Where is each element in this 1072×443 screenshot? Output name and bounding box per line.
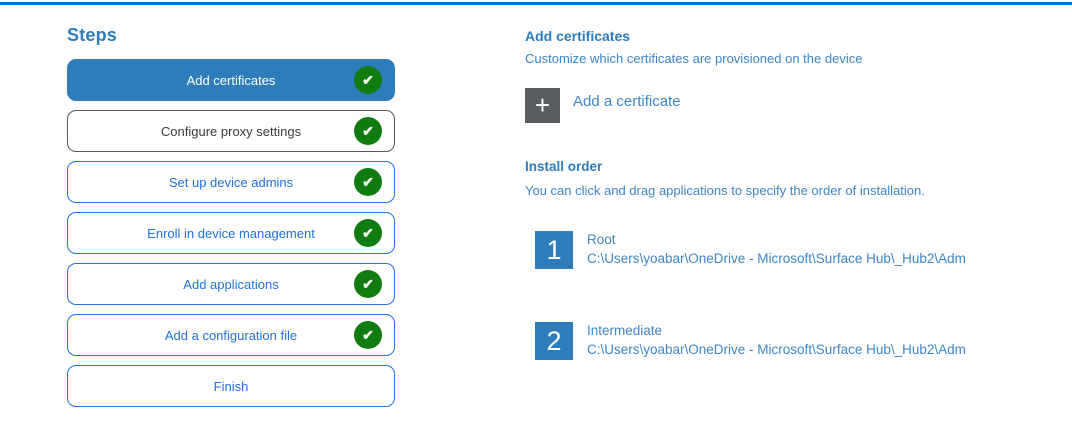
step-finish[interactable]: Finish (67, 365, 395, 407)
install-order-item-root[interactable]: 1 Root C:\Users\yoabar\OneDrive - Micros… (535, 231, 1065, 269)
add-certificate-button[interactable]: + Add a certificate (525, 88, 1065, 123)
check-icon: ✔ (354, 117, 382, 145)
step-configure-proxy-settings[interactable]: Configure proxy settings ✔ (67, 110, 395, 152)
order-item-text: Root C:\Users\yoabar\OneDrive - Microsof… (587, 232, 966, 266)
section-title: Add certificates (525, 28, 631, 44)
certificate-name: Root (587, 232, 616, 247)
certificate-path: C:\Users\yoabar\OneDrive - Microsoft\Sur… (587, 342, 966, 357)
top-accent-bar (0, 2, 1072, 5)
step-label: Configure proxy settings (160, 123, 302, 139)
check-icon: ✔ (354, 219, 382, 247)
step-label: Enroll in device management (147, 225, 315, 241)
step-label: Add certificates (186, 72, 276, 88)
check-icon: ✔ (354, 168, 382, 196)
order-item-text: Intermediate C:\Users\yoabar\OneDrive - … (587, 323, 966, 357)
install-order-description: You can click and drag applications to s… (525, 183, 925, 198)
order-number-badge: 2 (535, 322, 573, 360)
step-add-a-configuration-file[interactable]: Add a configuration file ✔ (67, 314, 395, 356)
check-icon: ✔ (354, 66, 382, 94)
install-order-heading: Install order (525, 159, 603, 174)
step-label: Finish (213, 378, 249, 394)
step-add-applications[interactable]: Add applications ✔ (67, 263, 395, 305)
check-icon: ✔ (354, 270, 382, 298)
step-enroll-in-device-management[interactable]: Enroll in device management ✔ (67, 212, 395, 254)
add-certificates-panel: Add certificates Customize which certifi… (525, 28, 1065, 360)
steps-sidebar: Steps Add certificates ✔ Configure proxy… (67, 25, 395, 416)
steps-heading: Steps (67, 25, 118, 45)
section-subtitle: Customize which certificates are provisi… (525, 51, 863, 66)
step-label: Add applications (183, 276, 279, 292)
install-order-item-intermediate[interactable]: 2 Intermediate C:\Users\yoabar\OneDrive … (535, 322, 1065, 360)
certificate-name: Intermediate (587, 323, 663, 338)
step-set-up-device-admins[interactable]: Set up device admins ✔ (67, 161, 395, 203)
step-label: Set up device admins (168, 174, 294, 190)
plus-icon[interactable]: + (525, 88, 560, 123)
check-icon: ✔ (354, 321, 382, 349)
step-add-certificates[interactable]: Add certificates ✔ (67, 59, 395, 101)
add-certificate-label: Add a certificate (573, 93, 681, 110)
order-number-badge: 1 (535, 231, 573, 269)
certificate-path: C:\Users\yoabar\OneDrive - Microsoft\Sur… (587, 251, 966, 266)
step-label: Add a configuration file (164, 327, 298, 343)
